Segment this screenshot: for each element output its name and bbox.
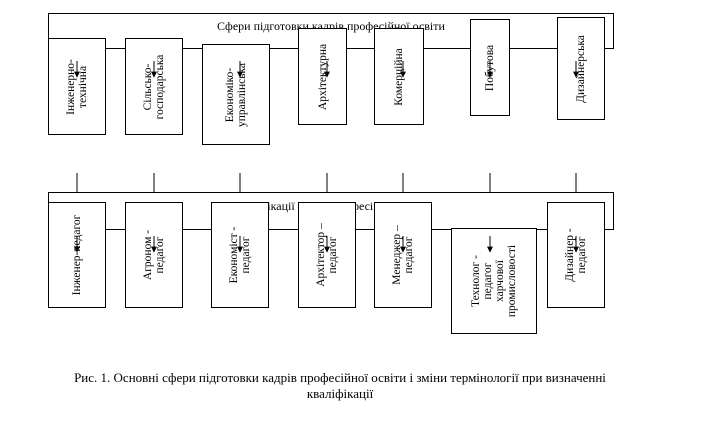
bottom-box-designer-teacher: Технолог - педагог харчової промисловост… bbox=[547, 202, 605, 308]
bottom-box-agronomist-teacher: Агроном - педагог bbox=[125, 202, 183, 308]
top-box-engineering: Інженерно- технічна bbox=[48, 38, 106, 135]
top-box-design: Дизайнерська bbox=[557, 17, 605, 120]
bottom-box-technologist-teacher: Технолог - педагог харчової промисловост… bbox=[451, 228, 537, 334]
bottom-box-engineer-teacher: Інженер-педагог bbox=[48, 202, 106, 308]
top-box-agriculture: Сільсько- господарська bbox=[125, 38, 183, 135]
bottom-box-economist-teacher: Економіст - педагог bbox=[211, 202, 269, 308]
bottom-box-manager-teacher: Менеджер – педагог bbox=[374, 202, 432, 308]
figure-caption: Рис. 1. Основні сфери підготовки кадрів … bbox=[74, 370, 606, 401]
top-box-economics: Економіко- управлінська bbox=[202, 44, 270, 145]
top-box-architecture: Архітектурна bbox=[298, 28, 347, 125]
top-box-commerce: Комерційна bbox=[374, 28, 424, 125]
bottom-box-architect-teacher: Архітектор – педагог bbox=[298, 202, 356, 308]
